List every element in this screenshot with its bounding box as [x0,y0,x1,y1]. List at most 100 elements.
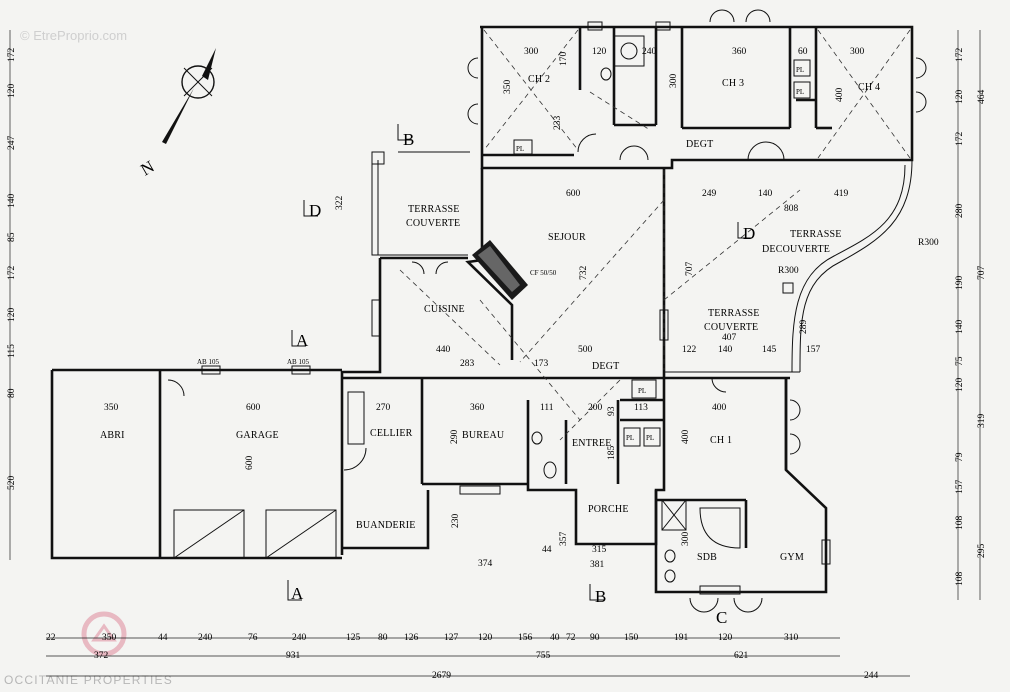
svg-text:120: 120 [718,633,733,643]
section-d-right: D [743,224,755,243]
room-sejour: SEJOUR [548,232,586,243]
svg-text:72: 72 [566,633,576,643]
svg-text:360: 360 [470,403,485,413]
svg-text:140: 140 [7,194,17,209]
room-abri: ABRI [100,430,125,441]
bath-fixtures [347,35,741,583]
svg-text:122: 122 [682,345,697,355]
svg-text:150: 150 [624,633,639,643]
svg-text:145: 145 [762,345,777,355]
left-dimension-chain: 172 120 247 140 85 172 120 115 80 520 [7,30,17,560]
room-ch3: CH 3 [722,78,744,89]
svg-text:400: 400 [712,403,727,413]
svg-text:400: 400 [681,430,691,445]
svg-text:233: 233 [553,116,563,131]
svg-text:113: 113 [634,403,648,413]
svg-text:172: 172 [955,48,965,63]
north-label: N [137,157,157,180]
section-c: C [716,608,727,627]
cf-label: CF 50/50 [530,269,557,277]
svg-text:300: 300 [524,47,539,57]
room-gym: GYM [780,552,804,563]
svg-text:300: 300 [681,532,691,547]
svg-text:157: 157 [806,345,821,355]
svg-text:350: 350 [102,633,117,643]
svg-text:170: 170 [559,52,569,67]
svg-text:707: 707 [685,262,695,277]
svg-text:360: 360 [732,47,747,57]
room-degt: DEGT [686,139,713,150]
svg-text:173: 173 [534,359,549,369]
svg-text:230: 230 [451,514,461,529]
svg-text:520: 520 [7,476,17,491]
svg-text:40: 40 [550,633,560,643]
room-terrasse-decouverte: TERRASSE [790,229,842,240]
svg-text:464: 464 [977,90,987,105]
svg-text:240: 240 [292,633,307,643]
room-ch2: CH 2 [528,74,550,85]
svg-text:108: 108 [955,572,965,587]
svg-text:140: 140 [718,345,733,355]
svg-text:707: 707 [977,266,987,281]
svg-text:240: 240 [642,47,657,57]
svg-text:240: 240 [198,633,213,643]
svg-text:44: 44 [542,545,552,555]
ab-label: AB 105 [197,358,219,366]
room-degt-2: DEGT [592,361,619,372]
svg-text:126: 126 [404,633,419,643]
room-porche: PORCHE [588,504,629,515]
svg-text:322: 322 [335,196,345,211]
svg-text:374: 374 [478,559,493,569]
shutters [467,9,927,613]
inner-dimensions: 300 120 240 360 60 300 170 350 300 400 6… [104,47,865,570]
room-cuisine: CUISINE [424,304,465,315]
svg-text:280: 280 [955,204,965,219]
brand-logo [81,611,127,657]
north-arrow-icon [162,48,216,144]
svg-text:407: 407 [722,333,737,343]
svg-text:44: 44 [158,633,168,643]
svg-text:111: 111 [540,403,554,413]
svg-text:290: 290 [450,430,460,445]
svg-text:190: 190 [955,276,965,291]
svg-text:732: 732 [579,266,589,281]
svg-text:440: 440 [436,345,451,355]
section-b-top: B [403,130,414,149]
svg-text:315: 315 [592,545,607,555]
svg-text:127: 127 [444,633,459,643]
room-ch1: CH 1 [710,435,732,446]
section-markers: B D D A A B C [287,124,755,627]
svg-text:419: 419 [834,189,849,199]
svg-text:115: 115 [7,344,17,358]
svg-text:90: 90 [590,633,600,643]
door-swings [167,133,785,471]
pl-label: PL [796,66,804,74]
svg-text:93: 93 [607,406,617,416]
svg-text:172: 172 [7,48,17,63]
svg-text:808: 808 [784,204,799,214]
svg-text:60: 60 [798,47,808,57]
svg-text:931: 931 [286,651,301,661]
svg-text:289: 289 [799,320,809,335]
svg-text:283: 283 [460,359,475,369]
room-terrasse-couverte-2: COUVERTE [406,218,460,229]
svg-text:80: 80 [378,633,388,643]
radius-label: R300 [918,238,939,248]
room-terrasse-couverte-b: TERRASSE [708,308,760,319]
svg-text:350: 350 [104,403,119,413]
svg-text:319: 319 [977,414,987,429]
room-sdb: SDB [697,552,717,563]
svg-text:247: 247 [7,136,17,151]
section-d-left: D [309,201,321,220]
svg-text:108: 108 [955,516,965,531]
room-ch4: CH 4 [858,82,880,93]
pl-label: PL [638,387,646,395]
room-buanderie: BUANDERIE [356,520,416,531]
section-a-bottom: A [291,584,304,603]
room-bureau: BUREAU [462,430,505,441]
svg-text:120: 120 [955,378,965,393]
svg-text:172: 172 [7,266,17,281]
staircase [472,240,528,300]
bottom-dimension-chain: 22 350 44 240 76 240 125 80 126 127 120 … [46,633,910,681]
